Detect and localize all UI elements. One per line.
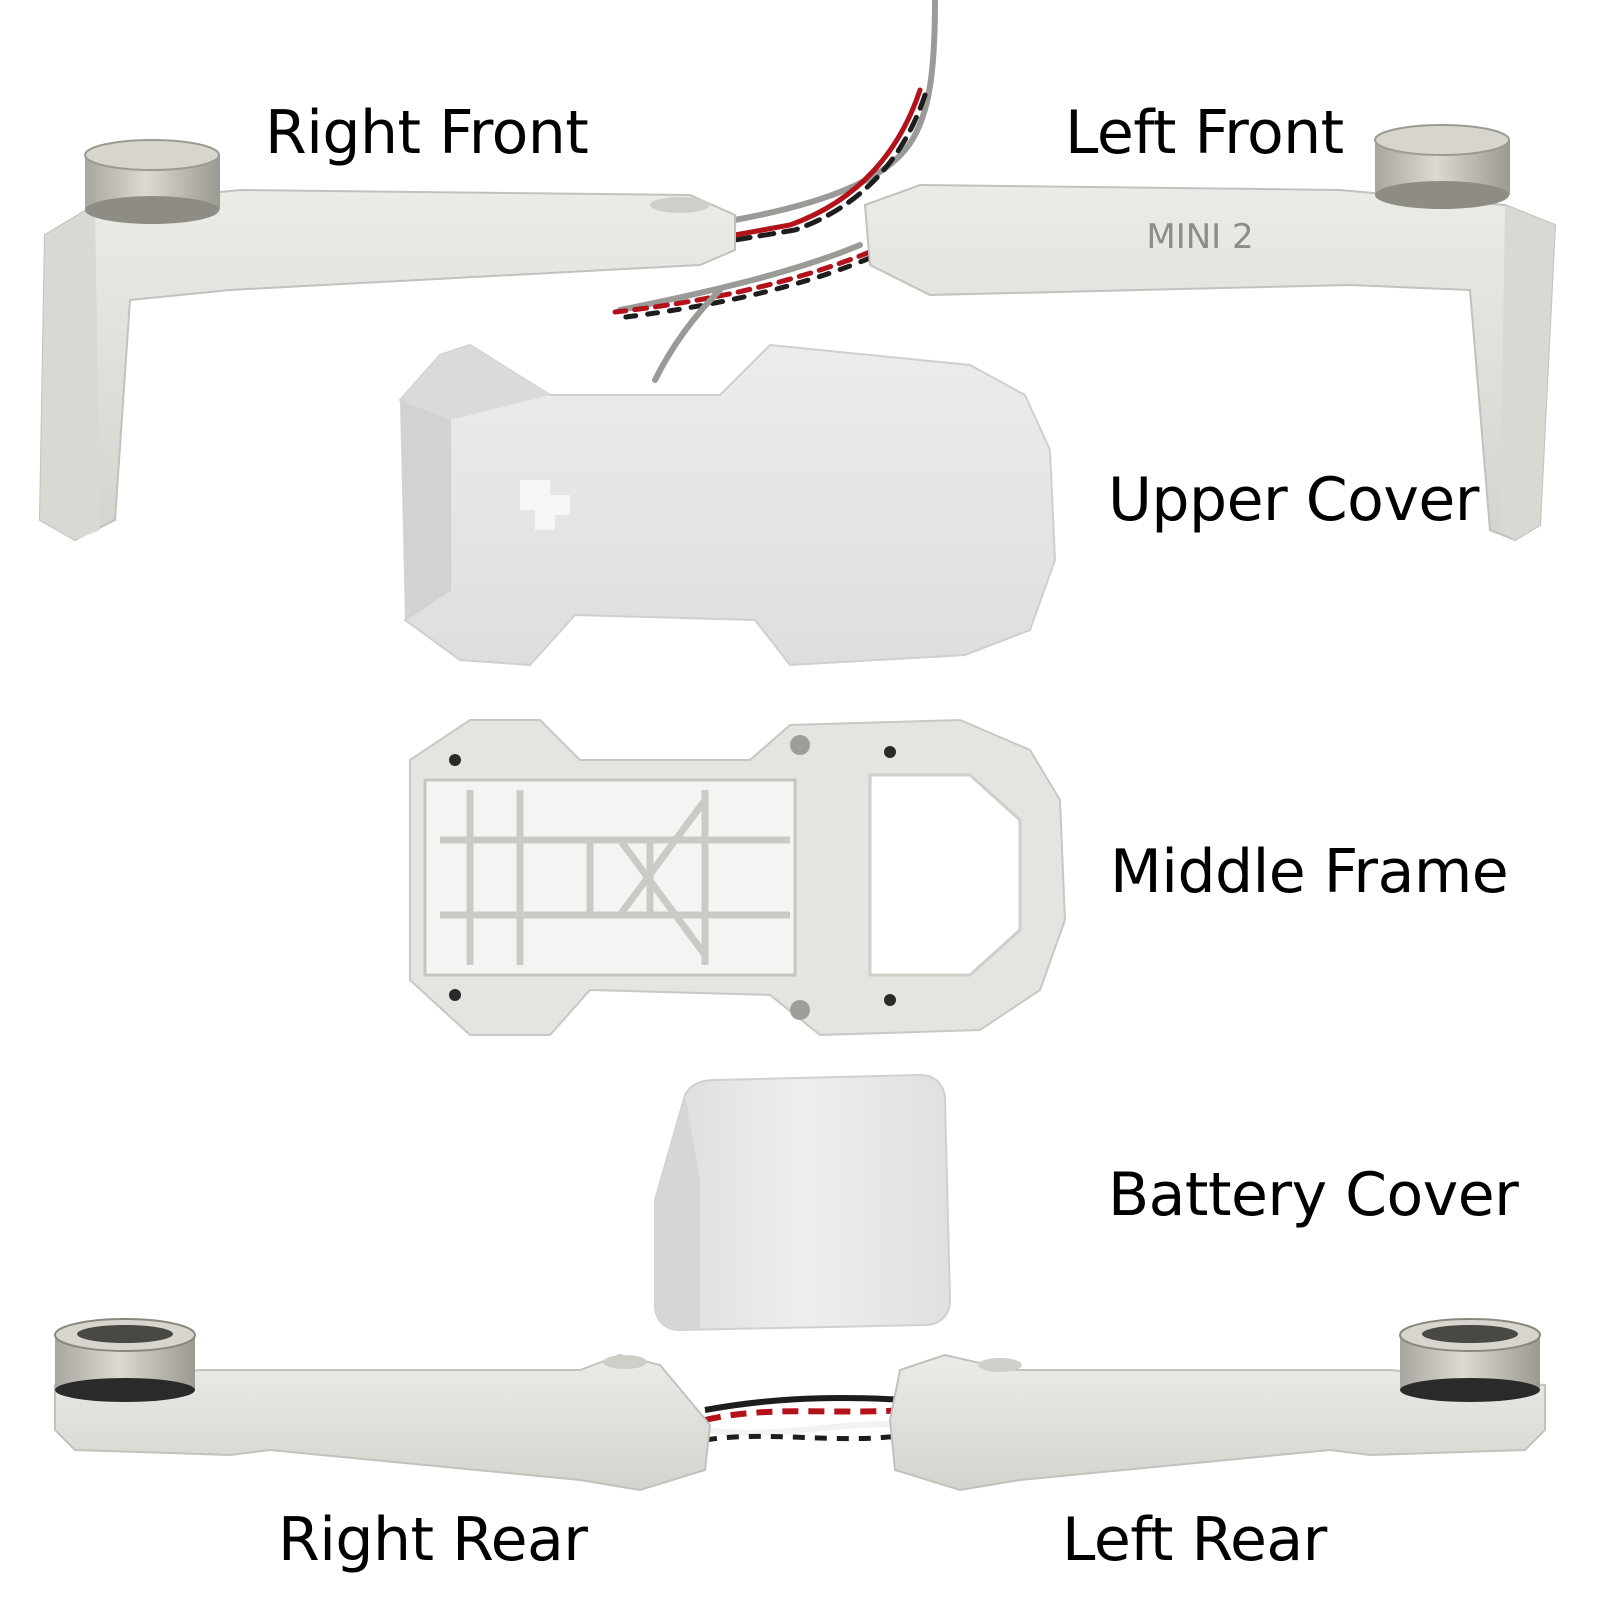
left-front-arm: MINI 2 bbox=[863, 124, 1557, 542]
right-rear-label: Right Rear bbox=[278, 1505, 588, 1575]
left-front-motor bbox=[1374, 124, 1510, 209]
battery-cover bbox=[654, 1073, 952, 1332]
middle-frame-label: Middle Frame bbox=[1110, 837, 1509, 907]
left-rear-arm bbox=[888, 1318, 1546, 1492]
logo-mark bbox=[520, 480, 570, 530]
frame-ribs bbox=[440, 790, 790, 965]
right-front-label: Right Front bbox=[265, 98, 589, 168]
left-rear-label: Left Rear bbox=[1062, 1505, 1327, 1575]
front-arm-wires bbox=[612, 0, 938, 383]
mini-2-marking: MINI 2 bbox=[1146, 217, 1253, 257]
upper-cover bbox=[398, 343, 1057, 667]
right-rear-arm bbox=[54, 1318, 712, 1492]
left-rear-motor bbox=[1399, 1318, 1541, 1402]
frame-screw-holes bbox=[449, 735, 896, 1020]
right-front-motor bbox=[84, 139, 220, 224]
left-front-label: Left Front bbox=[1065, 98, 1344, 168]
middle-frame bbox=[409, 718, 1067, 1037]
rear-arm-wires bbox=[704, 1395, 906, 1443]
battery-cover-label: Battery Cover bbox=[1108, 1160, 1519, 1230]
right-front-arm bbox=[38, 139, 736, 542]
right-rear-motor bbox=[54, 1318, 196, 1402]
upper-cover-label: Upper Cover bbox=[1108, 465, 1479, 535]
